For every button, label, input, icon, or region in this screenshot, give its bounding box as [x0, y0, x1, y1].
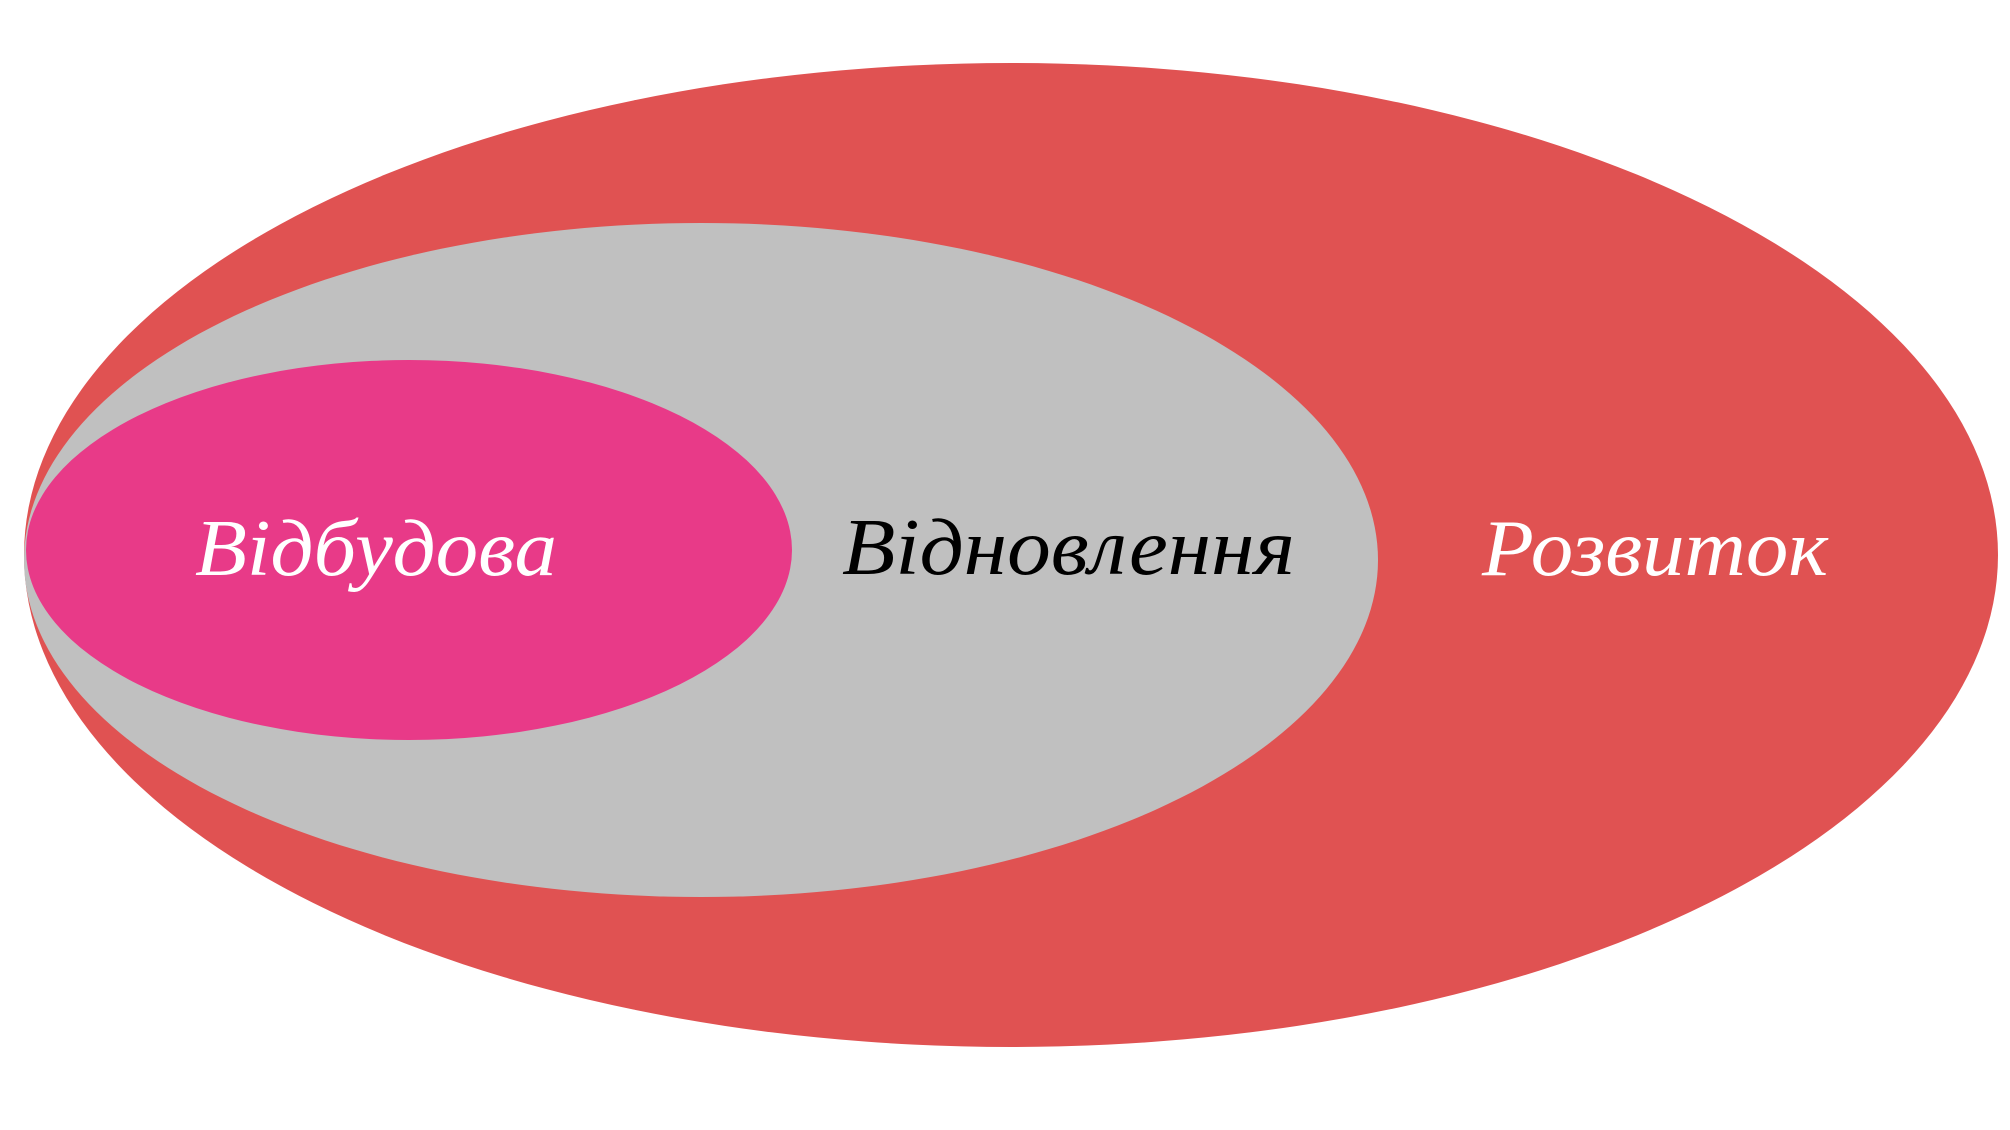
set-reconstruction	[26, 360, 792, 740]
reconstruction-ellipse	[26, 360, 792, 740]
reconstruction-label: Відбудова	[195, 505, 557, 593]
development-label: Розвиток	[1481, 505, 1829, 593]
recovery-label: Відновлення	[842, 504, 1295, 592]
